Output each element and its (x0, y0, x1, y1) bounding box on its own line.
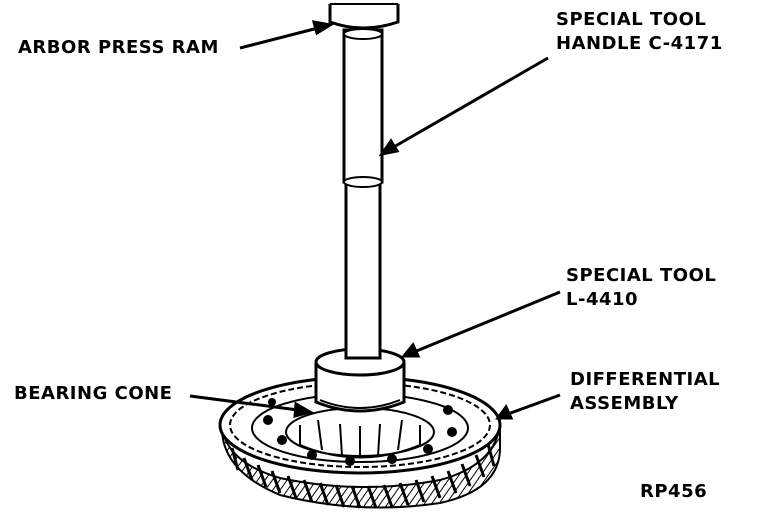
figure-code-text: RP456 (640, 481, 708, 502)
label-special-tool-handle: SPECIAL TOOL HANDLE C-4171 (556, 8, 723, 56)
label-l4410-line1: SPECIAL TOOL (566, 265, 717, 286)
label-bearing-cone: BEARING CONE (14, 382, 172, 406)
label-arbor-press-ram: ARBOR PRESS RAM (18, 36, 219, 60)
label-diff-line1: DIFFERENTIAL (570, 369, 721, 390)
differential-ring-gear (218, 375, 502, 509)
leader-lines (189, 20, 561, 420)
label-diff-line2: ASSEMBLY (570, 393, 679, 414)
label-special-tool-l4410: SPECIAL TOOL L-4410 (566, 264, 716, 312)
label-bearing-cone-text: BEARING CONE (14, 383, 173, 404)
label-handle-line1: SPECIAL TOOL (556, 9, 707, 30)
special-tool-l4410 (314, 347, 406, 413)
special-tool-handle-c4171 (342, 28, 384, 360)
arbor-press-ram (328, 3, 400, 30)
label-handle-line2: HANDLE C-4171 (556, 33, 723, 54)
label-arbor-press-ram-text: ARBOR PRESS RAM (18, 37, 219, 58)
label-differential-assembly: DIFFERENTIAL ASSEMBLY (570, 368, 720, 416)
figure-code: RP456 (640, 480, 707, 504)
label-l4410-line2: L-4410 (566, 289, 639, 310)
